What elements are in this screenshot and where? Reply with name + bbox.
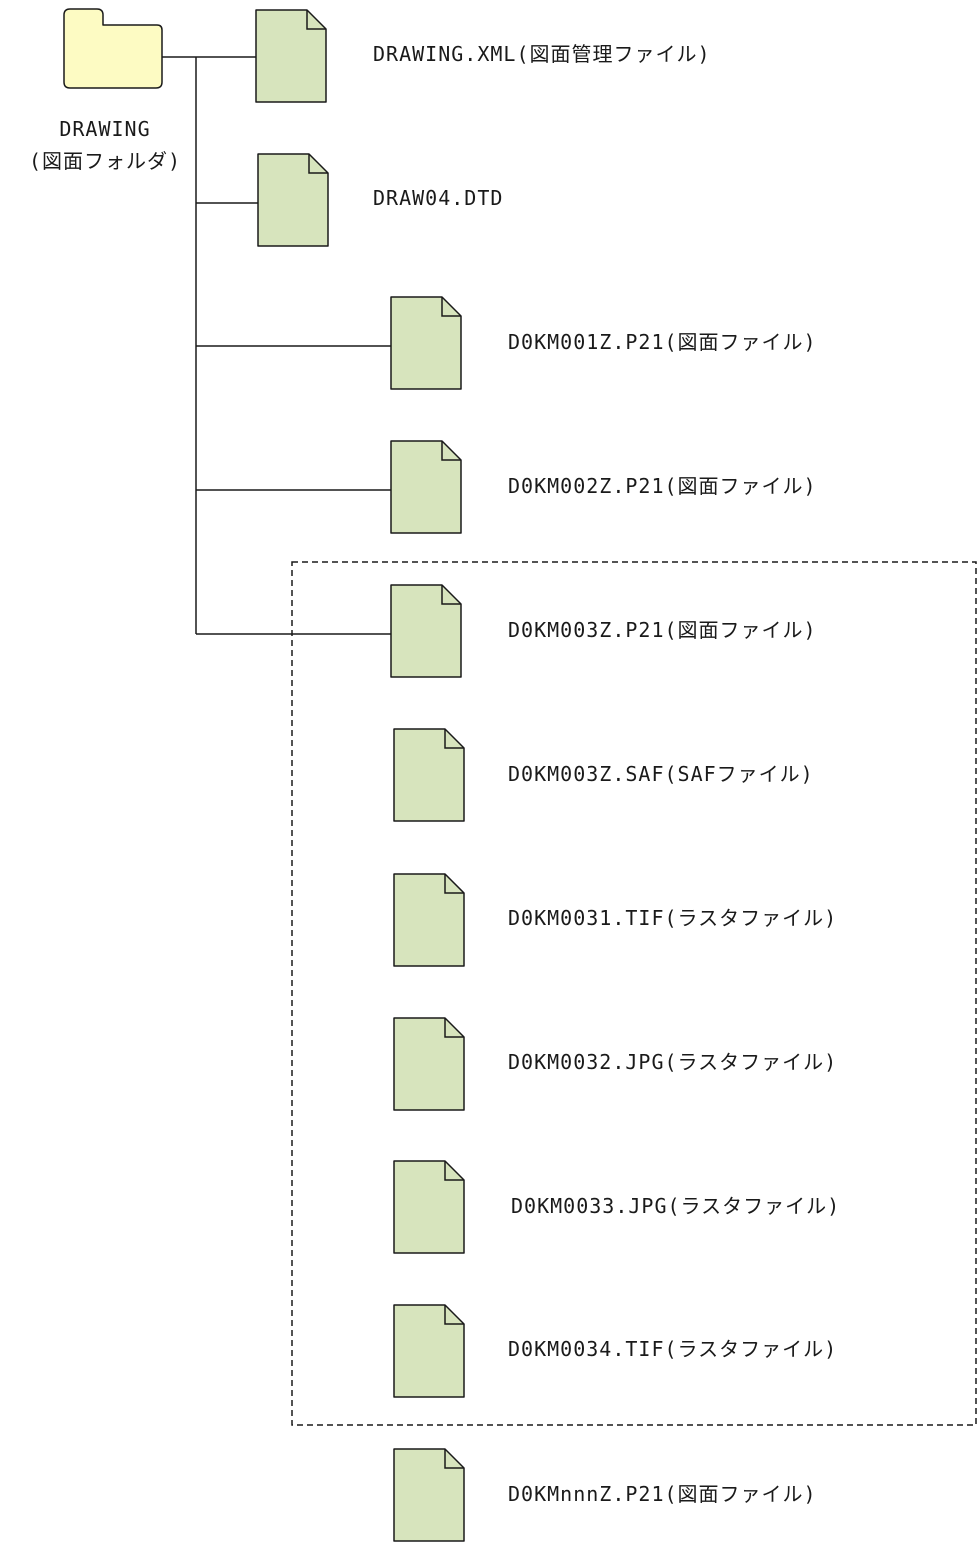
file-icon-d0km0031-tif[interactable] — [393, 873, 465, 967]
tree-connectors — [162, 56, 391, 635]
file-icon-drawing-xml[interactable] — [255, 9, 327, 103]
file-icon-d0km003z-saf[interactable] — [393, 728, 465, 822]
file-icon-d0km001z-p21[interactable] — [390, 296, 462, 390]
file-label-d0km001z-p21[interactable]: D0KM001Z.P21(図面ファイル) — [508, 330, 817, 354]
file-icon-d0km0034-tif[interactable] — [393, 1304, 465, 1398]
file-label-d0km0032-jpg[interactable]: D0KM0032.JPG(ラスタファイル) — [508, 1050, 838, 1074]
file-label-d0km0031-tif[interactable]: D0KM0031.TIF(ラスタファイル) — [508, 906, 838, 930]
file-label-d0km0034-tif[interactable]: D0KM0034.TIF(ラスタファイル) — [508, 1337, 838, 1361]
file-label-d0kmnnnz-p21[interactable]: D0KMnnnZ.P21(図面ファイル) — [508, 1482, 817, 1506]
file-icon-draw04-dtd[interactable] — [257, 153, 329, 247]
folder-name-label: DRAWING — [59, 117, 151, 141]
file-label-drawing-xml[interactable]: DRAWING.XML(図面管理ファイル) — [373, 42, 711, 66]
file-label-d0km003z-saf[interactable]: D0KM003Z.SAF(SAFファイル) — [508, 762, 814, 786]
file-icon-d0km0032-jpg[interactable] — [393, 1017, 465, 1111]
folder-description-label: (図面フォルダ) — [28, 149, 182, 173]
file-icon-d0km0033-jpg[interactable] — [393, 1160, 465, 1254]
file-icon-d0kmnnnz-p21[interactable] — [393, 1448, 465, 1542]
file-label-draw04-dtd[interactable]: DRAW04.DTD — [373, 186, 504, 210]
folder-icon[interactable] — [63, 8, 163, 89]
file-group-box — [291, 561, 977, 1426]
file-label-d0km0033-jpg[interactable]: D0KM0033.JPG(ラスタファイル) — [511, 1194, 841, 1218]
file-label-d0km003z-p21[interactable]: D0KM003Z.P21(図面ファイル) — [508, 618, 817, 642]
file-icon-d0km002z-p21[interactable] — [390, 440, 462, 534]
file-label-d0km002z-p21[interactable]: D0KM002Z.P21(図面ファイル) — [508, 474, 817, 498]
file-icon-d0km003z-p21[interactable] — [390, 584, 462, 678]
